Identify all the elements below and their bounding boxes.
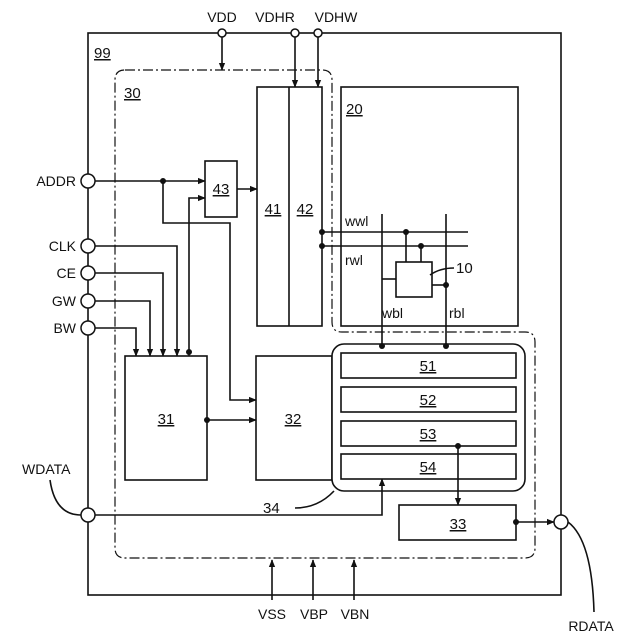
cell-rwl-junction <box>418 243 424 249</box>
block-43-label: 43 <box>213 181 230 198</box>
cell-label: 10 <box>456 260 473 277</box>
rdata-pin <box>554 515 568 529</box>
peripheral-label: 30 <box>124 85 141 102</box>
vdd-pin <box>218 29 226 37</box>
clk-pin <box>81 239 95 253</box>
vbp-label: VBP <box>300 606 328 622</box>
block-33-label: 33 <box>450 516 467 533</box>
block-32-label: 32 <box>285 411 302 428</box>
gw-pin <box>81 294 95 308</box>
gw-label: GW <box>52 293 77 309</box>
addr-label: ADDR <box>36 173 76 189</box>
block-52-label: 52 <box>420 392 437 409</box>
cell-rbl-junction <box>443 282 449 288</box>
rdata-label: RDATA <box>568 618 614 634</box>
vdhr-label: VDHR <box>255 9 295 25</box>
rdata-leader <box>568 522 594 612</box>
memory-array-label: 20 <box>346 101 363 118</box>
wwl-label: wwl <box>344 213 368 229</box>
b53-junction <box>455 443 461 449</box>
clk-label: CLK <box>49 238 77 254</box>
wdata-label: WDATA <box>22 461 71 477</box>
b31-junction <box>186 349 192 355</box>
rbl-junction <box>443 343 449 349</box>
device-label: 99 <box>94 45 111 62</box>
ce-pin <box>81 266 95 280</box>
wbl-label: wbl <box>381 305 403 321</box>
block-53-label: 53 <box>420 426 437 443</box>
addr-pin <box>81 174 95 188</box>
vdd-label: VDD <box>207 9 237 25</box>
block-54-label: 54 <box>420 459 437 476</box>
wdata-leader <box>50 480 81 515</box>
wwl-junction <box>319 229 325 235</box>
b31-out-junction <box>204 417 210 423</box>
block-51-label: 51 <box>420 358 437 375</box>
cell-wwl-junction <box>403 229 409 235</box>
rbl-label: rbl <box>449 305 465 321</box>
bw-pin <box>81 321 95 335</box>
ce-label: CE <box>57 265 76 281</box>
bw-label: BW <box>53 320 76 336</box>
wbl-junction <box>379 343 385 349</box>
block-41-label: 41 <box>265 201 282 218</box>
memory-cell <box>396 262 432 297</box>
block-42-label: 42 <box>297 201 314 218</box>
vdhr-pin <box>291 29 299 37</box>
vss-label: VSS <box>258 606 286 622</box>
wdata-pin <box>81 508 95 522</box>
block-31-label: 31 <box>158 411 175 428</box>
rwl-label: rwl <box>345 252 363 268</box>
vbn-label: VBN <box>341 606 370 622</box>
rwl-junction <box>319 243 325 249</box>
vdhw-pin <box>314 29 322 37</box>
vdhw-label: VDHW <box>315 9 359 25</box>
rdata-junction <box>513 519 519 525</box>
